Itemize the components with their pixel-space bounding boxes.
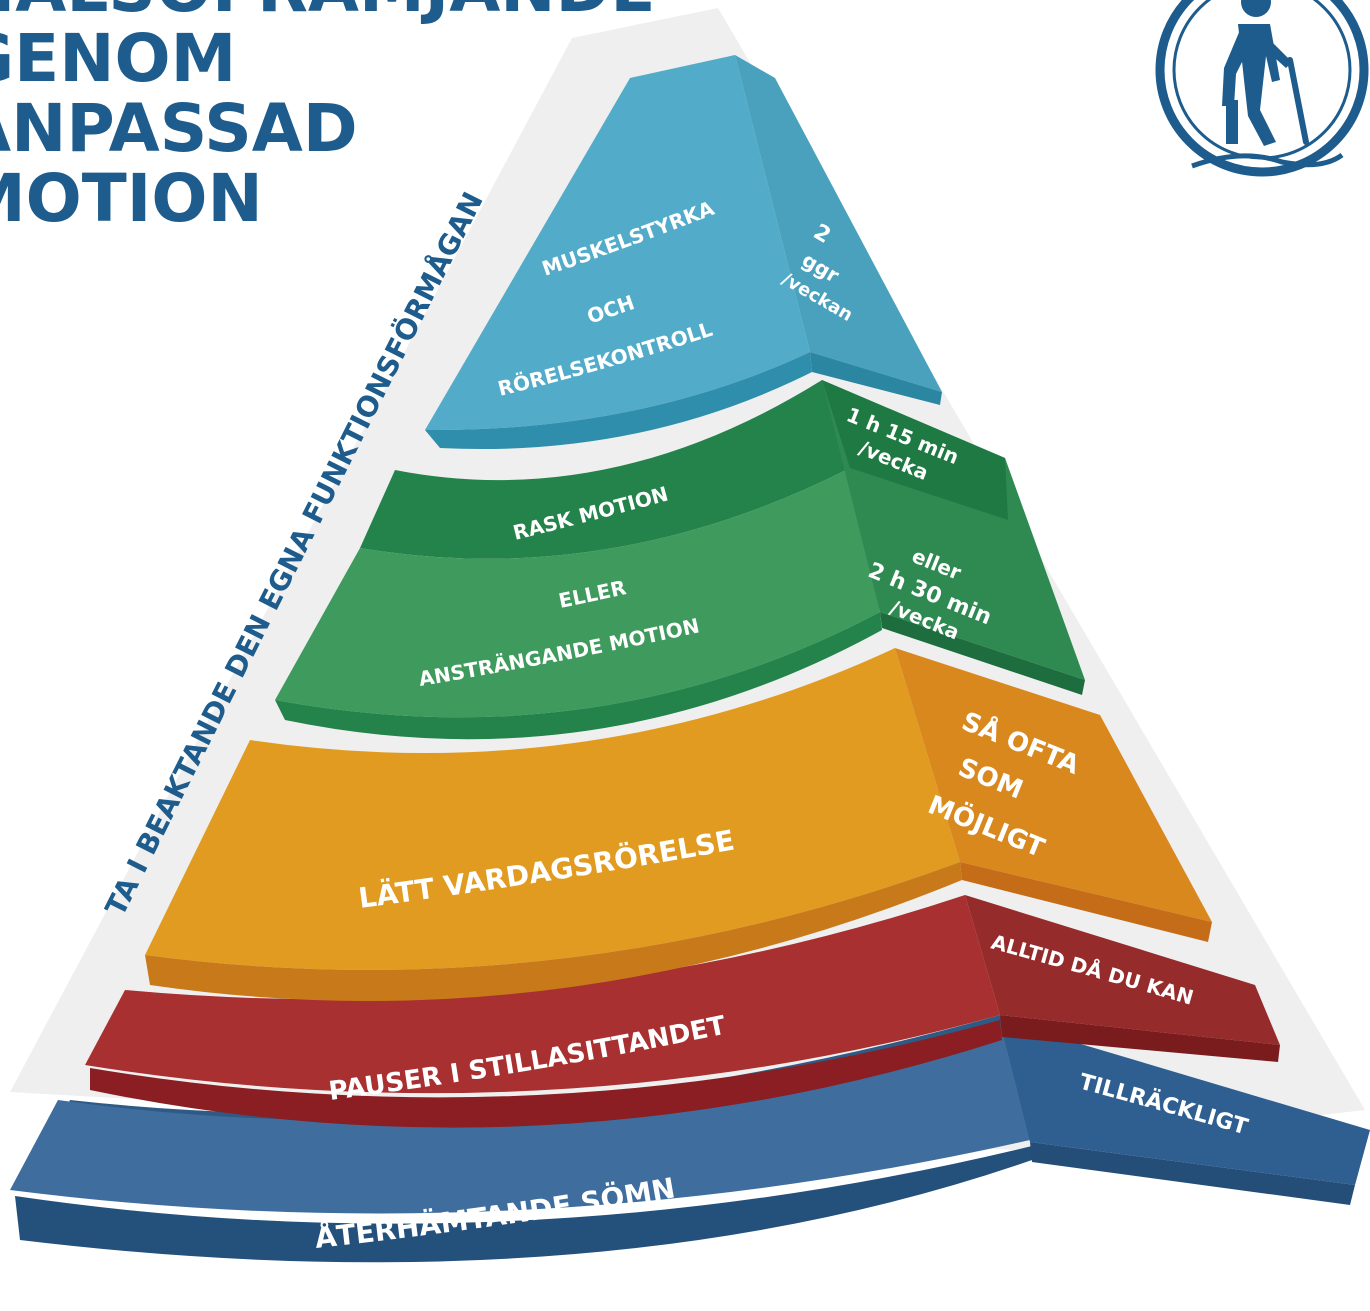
title-line-4: MOTION [0, 160, 263, 237]
title-line-3: ANPASSAD [0, 90, 358, 167]
tier-light [145, 648, 1212, 1001]
tier-muscle [425, 55, 942, 450]
title-line-1: HÄLSOFRÄMJANDE [0, 0, 655, 24]
page-title: HÄLSOFRÄMJANDE GENOM ANPASSAD MOTION [0, 0, 655, 234]
tier-breaks [85, 895, 1280, 1128]
tier-motion [275, 380, 1085, 740]
title-line-2: GENOM [0, 20, 237, 97]
nordic-walker-icon [1155, 0, 1369, 177]
